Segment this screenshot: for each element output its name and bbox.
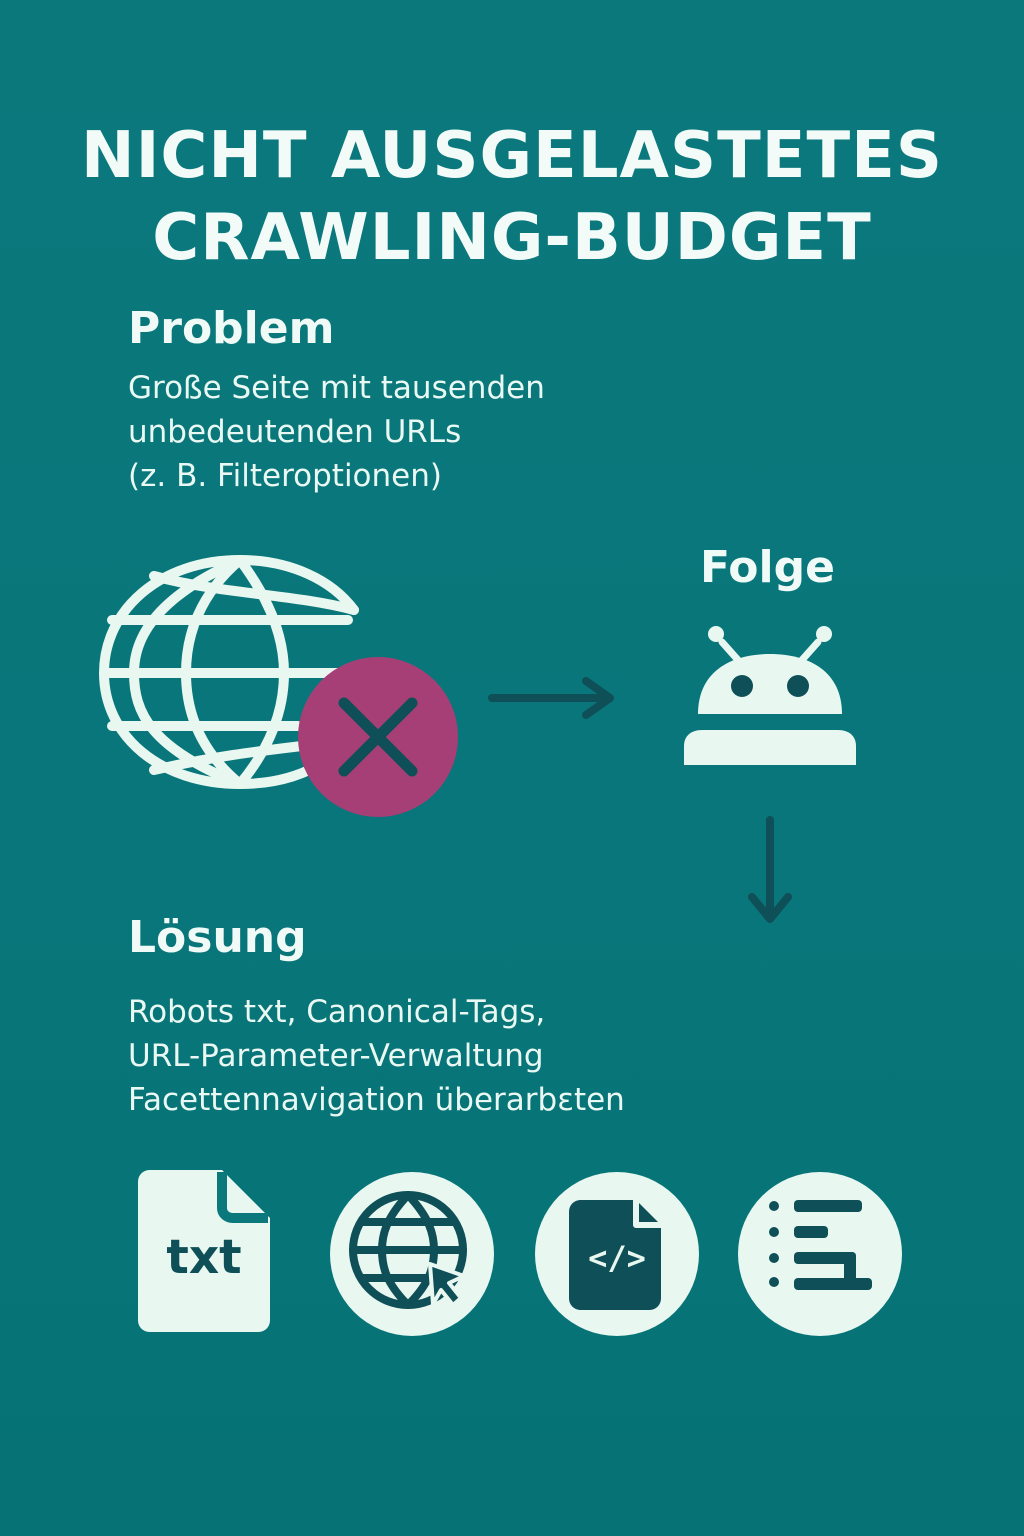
code-file-icon: </> <box>535 1172 699 1336</box>
title-line-1: NICHT AUSGELASTETES <box>81 118 943 193</box>
folge-heading: Folge <box>700 542 835 593</box>
txt-file-label: txt <box>166 1230 241 1285</box>
loesung-description: Robots txt, Canonical-Tags, URL-Paramete… <box>128 990 625 1122</box>
problem-line-3: (z. B. Filteroptionen) <box>128 458 442 494</box>
error-x-icon <box>298 657 458 817</box>
globe-cursor-icon <box>330 1172 494 1336</box>
txt-file-icon: txt <box>138 1170 270 1332</box>
problem-line-2: unbedeutenden URLs <box>128 414 462 450</box>
down-arrow-icon <box>748 816 792 923</box>
solution-icon-row: txt </> <box>138 1170 918 1340</box>
problem-heading: Problem <box>128 303 335 354</box>
loesung-line-3: Facettennavigation überarbεten <box>128 1082 625 1118</box>
title-line-2: CRAWLING-BUDGET <box>152 200 872 275</box>
facet-navigation-icon <box>738 1172 902 1336</box>
problem-line-1: Große Seite mit tausenden <box>128 370 545 406</box>
problem-description: Große Seite mit tausenden unbedeutenden … <box>128 366 545 498</box>
page-title: NICHT AUSGELASTETES CRAWLING-BUDGET <box>0 115 1024 279</box>
code-file-label: </> <box>588 1239 646 1277</box>
loesung-line-1: Robots txt, Canonical-Tags, <box>128 994 546 1030</box>
robot-icon <box>684 626 856 765</box>
loesung-heading: Lösung <box>128 912 307 963</box>
right-arrow-icon <box>488 677 614 719</box>
loesung-line-2: URL-Parameter-Verwaltung <box>128 1038 544 1074</box>
